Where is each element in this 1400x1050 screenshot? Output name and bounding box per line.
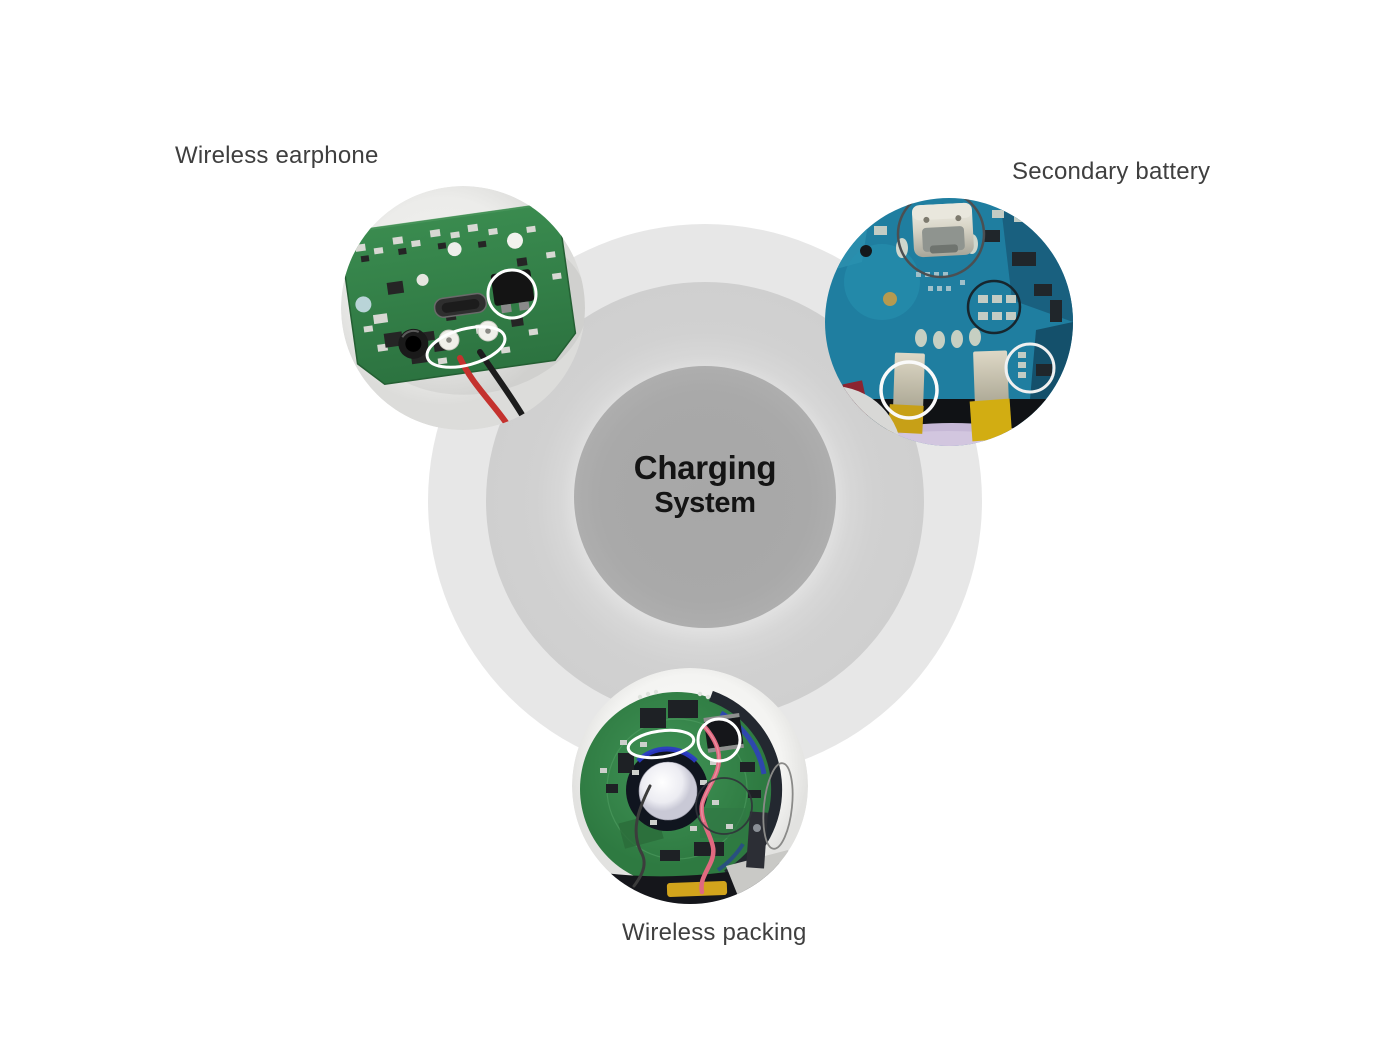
wireless-earphone-photo [341, 186, 585, 430]
wireless-packing-label: Wireless packing [622, 919, 807, 946]
battery-callouts [879, 198, 1056, 420]
packing-callouts [626, 717, 794, 850]
wireless-earphone-label: Wireless earphone [175, 142, 379, 169]
earphone-callouts [425, 268, 538, 369]
secondary-battery-label: Secondary battery [1012, 158, 1211, 185]
center-title-line2: System [654, 487, 756, 520]
center-title-line1: Charging [633, 449, 777, 486]
center-title: Charging System [575, 449, 835, 521]
wireless-packing-photo [572, 668, 808, 904]
center-circle [574, 366, 836, 628]
